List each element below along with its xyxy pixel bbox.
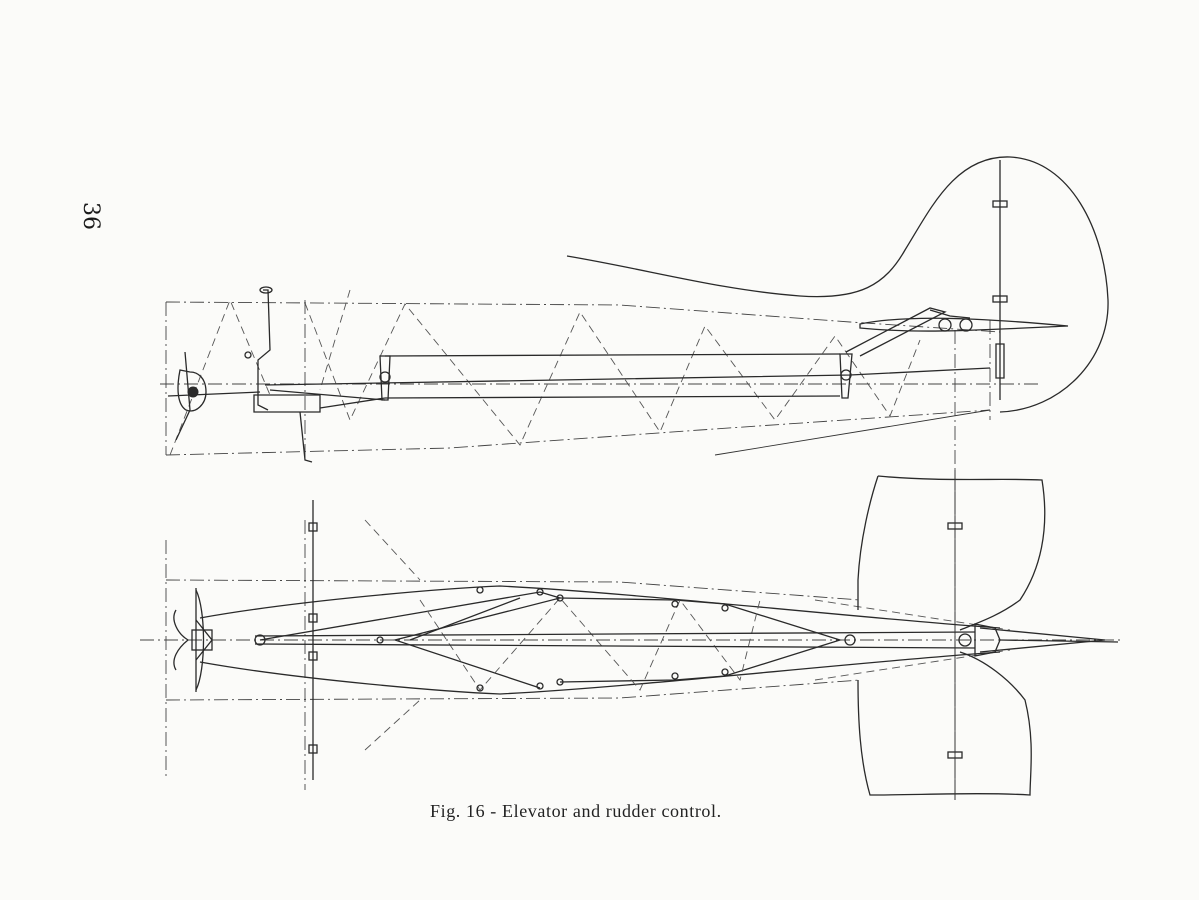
side-view-drawing xyxy=(160,156,1109,800)
plan-view-drawing xyxy=(140,470,1120,800)
figure-caption: Fig. 16 - Elevator and rudder control. xyxy=(430,801,722,821)
